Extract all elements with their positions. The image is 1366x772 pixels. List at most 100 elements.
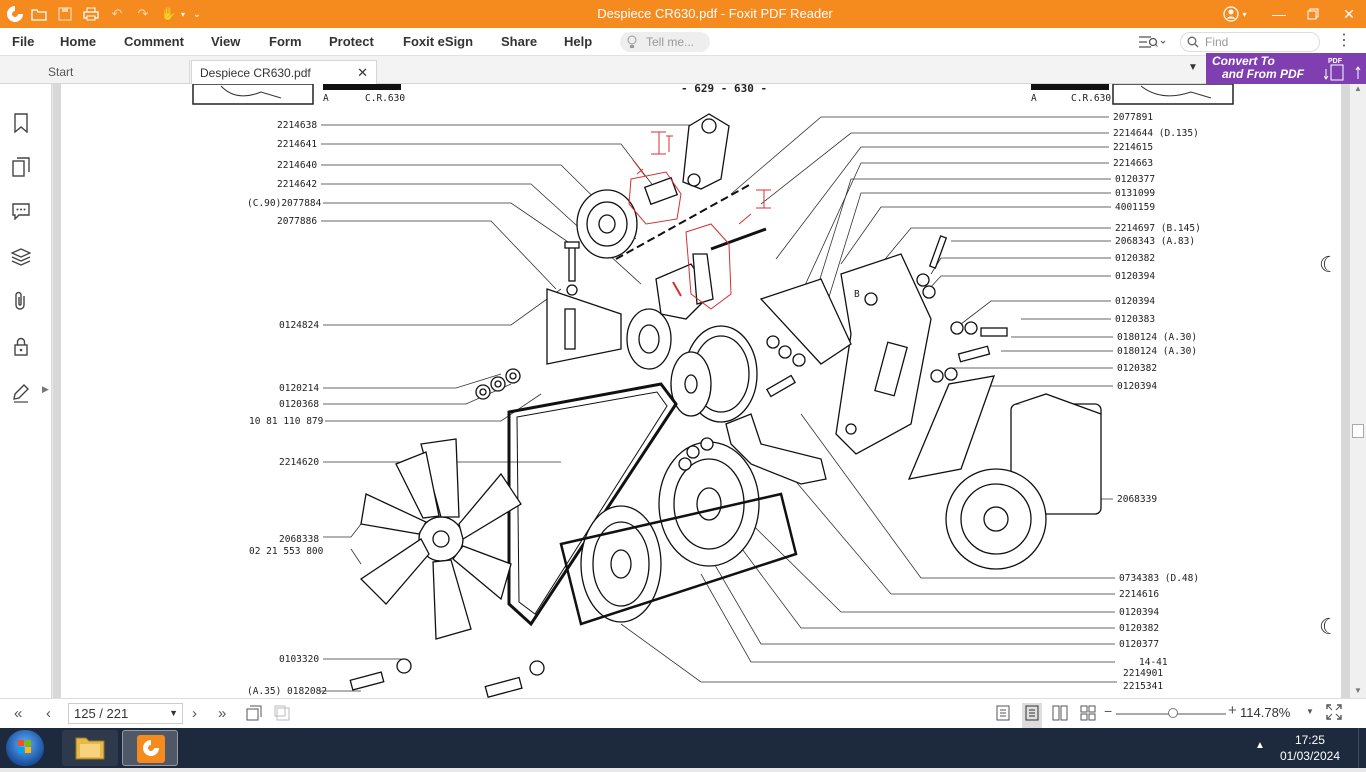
close-tab-icon[interactable]: ✕ [357,65,368,80]
page-dropdown-icon[interactable]: ▼ [169,708,178,718]
previous-page-icon[interactable]: ‹ [46,705,51,722]
header-right-code: A [1031,93,1037,104]
zoom-out-icon[interactable]: − [1104,703,1113,719]
zoom-in-icon[interactable]: + [1228,702,1237,719]
part-label: 2214644 (D.135) [1113,128,1199,139]
print-icon[interactable] [82,5,100,23]
part-label: 2077891 [1113,112,1153,123]
convert-pdf-banner[interactable]: Convert To and From PDF PDF [1206,53,1366,85]
open-folder-icon[interactable] [30,5,48,23]
page-thumbnails-icon[interactable] [10,156,32,178]
part-label: 0120377 [1115,174,1155,185]
document-viewport[interactable]: A C.R.630 - 629 - 630 - A C.R.630 221463… [53,84,1350,698]
clock-date: 01/03/2024 [1279,749,1340,763]
signature-pen-icon[interactable] [10,382,32,404]
continuous-view-icon[interactable] [1022,703,1042,728]
tab-document[interactable]: Despiece CR630.pdf ✕ [191,60,377,84]
zoom-level[interactable]: 114.78% [1240,705,1291,720]
next-page-icon[interactable]: › [192,705,197,722]
taskbar-file-explorer[interactable] [62,730,118,766]
convert-document-icon [1324,64,1361,81]
save-icon[interactable] [56,5,74,23]
hand-tool-icon[interactable]: ✋ [160,6,178,21]
bookmark-icon[interactable] [10,112,32,134]
expand-panel-icon[interactable]: ▶ [42,384,49,394]
taskbar-foxit-reader[interactable] [122,730,178,766]
more-options-icon[interactable]: ⋮ [1336,32,1352,49]
show-desktop-button[interactable] [1358,728,1366,768]
system-clock[interactable]: 17:25 01/03/2024 [1280,732,1340,764]
menu-home[interactable]: Home [60,34,97,49]
part-label: 0180124 (A.30) [1117,346,1197,357]
menu-foxit-esign[interactable]: Foxit eSign [403,34,474,49]
header-left-code: A [323,93,329,104]
minimize-button[interactable]: — [1272,6,1286,22]
single-page-view-icon[interactable] [996,705,1010,726]
part-label: 2214697 (B.145) [1115,223,1201,234]
navigation-panel: ▶ [0,84,52,698]
restore-button[interactable] [1296,0,1330,28]
night-mode-icon[interactable]: ☾ [1319,252,1339,277]
reflow-icon[interactable] [246,705,262,726]
part-label: 0131099 [1115,188,1155,199]
continuous-facing-view-icon[interactable] [1080,705,1096,726]
part-label: 2214615 [1113,142,1153,153]
find-input[interactable]: Find [1180,32,1320,52]
attachments-icon[interactable] [10,290,32,312]
fit-page-icon[interactable] [274,705,290,726]
window-title: Despiece CR630.pdf - Foxit PDF Reader [597,6,833,21]
part-label: 02 21 553 800 [249,546,324,557]
tell-me-placeholder: Tell me... [646,35,695,49]
search-options-icon[interactable] [1138,34,1166,55]
part-label: 2215341 [1123,681,1163,692]
start-button[interactable] [6,730,44,766]
last-page-icon[interactable]: » [218,705,227,722]
scroll-down-icon[interactable]: ▼ [1354,686,1362,695]
tab-list-dropdown-icon[interactable]: ▼ [1188,62,1198,73]
menu-protect[interactable]: Protect [329,34,374,49]
menu-file[interactable]: File [12,34,35,49]
part-label: 10 81 110 879 [249,416,324,427]
part-label: 2068338 [279,534,319,545]
zoom-slider-knob[interactable] [1168,708,1179,718]
foxit-logo-icon [7,6,23,22]
show-hidden-icons-icon[interactable]: ▲ [1255,740,1265,751]
hand-tool-dropdown-icon[interactable]: ▾ [180,9,185,19]
menu-share[interactable]: Share [501,34,538,49]
scrollbar-thumb[interactable] [1352,424,1364,438]
part-label: 0120383 [1115,314,1155,325]
part-label: 0120394 [1117,381,1157,392]
facing-view-icon[interactable] [1052,705,1068,726]
menu-bar: File Home Comment View Form Protect Foxi… [0,28,1366,56]
scroll-up-icon[interactable]: ▲ [1354,84,1362,93]
tell-me-box[interactable]: Tell me... [620,32,710,52]
comments-panel-icon[interactable] [10,200,32,222]
part-label: 0124824 [279,320,319,331]
layers-icon[interactable] [10,246,32,268]
left-part-labels: 2214638 2214641 2214640 2214642 (C.90)20… [247,120,327,697]
lightbulb-icon [627,35,637,48]
menu-help[interactable]: Help [564,34,593,49]
full-screen-icon[interactable] [1326,704,1342,725]
part-label: 2214638 [277,120,317,131]
security-lock-icon[interactable] [10,336,32,358]
tab-start[interactable]: Start [40,60,190,84]
close-window-button[interactable]: ✕ [1343,5,1355,22]
part-label: 2214616 [1119,589,1159,600]
convert-badge: PDF [1328,58,1342,65]
vertical-scrollbar[interactable]: ▲ ▼ [1350,84,1366,698]
night-mode-icon-lower[interactable]: ☾ [1319,614,1339,639]
tab-document-label: Despiece CR630.pdf [200,66,311,80]
page-number-input[interactable]: 125 / 221 ▼ [68,703,183,724]
first-page-icon[interactable]: « [14,705,23,722]
redo-icon[interactable]: ↷ [137,6,149,21]
zoom-dropdown-icon[interactable]: ▼ [1306,707,1314,716]
account-icon[interactable]: ▾ [1218,0,1252,28]
menu-view[interactable]: View [211,34,241,49]
customize-toolbar-icon[interactable]: ⌄ [192,8,202,20]
menu-comment[interactable]: Comment [124,34,184,49]
header-right-model: C.R.630 [1071,93,1111,104]
undo-icon[interactable]: ↶ [111,6,123,21]
zoom-slider[interactable] [1116,708,1226,718]
menu-form[interactable]: Form [269,34,302,49]
